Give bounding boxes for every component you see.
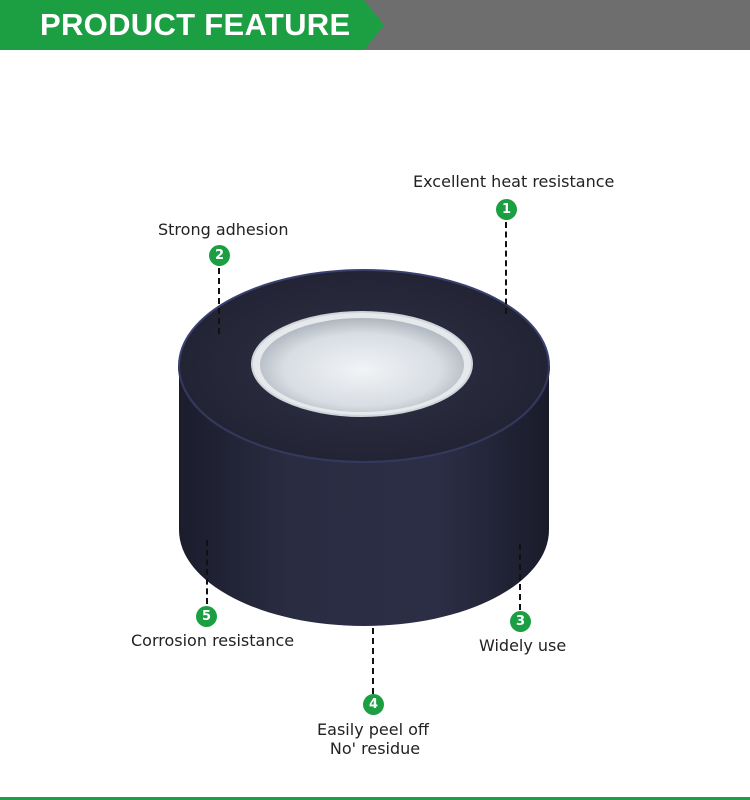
feature-1-leader (505, 222, 507, 314)
feature-2-label: Strong adhesion (158, 220, 289, 239)
banner-green-arrow (0, 0, 384, 50)
feature-1-badge: 1 (496, 199, 517, 220)
feature-4-label: Easily peel off (317, 720, 429, 739)
feature-4-label-line2: No' residue (329, 739, 421, 758)
feature-2-badge: 2 (209, 245, 230, 266)
feature-5-leader (206, 540, 208, 604)
feature-3-leader (519, 544, 521, 610)
feature-5-label: Corrosion resistance (131, 631, 295, 650)
feature-3-badge: 3 (510, 611, 531, 632)
header-banner: PRODUCT FEATURE (0, 0, 750, 50)
feature-4-leader (372, 628, 374, 694)
bottom-divider (0, 797, 750, 800)
page-title: PRODUCT FEATURE (40, 7, 351, 42)
feature-2-leader (218, 268, 220, 334)
feature-4-badge: 4 (363, 694, 384, 715)
feature-5-badge: 5 (196, 606, 217, 627)
feature-3-label: Widely use (479, 636, 567, 655)
feature-1-label: Excellent heat resistance (413, 172, 615, 191)
